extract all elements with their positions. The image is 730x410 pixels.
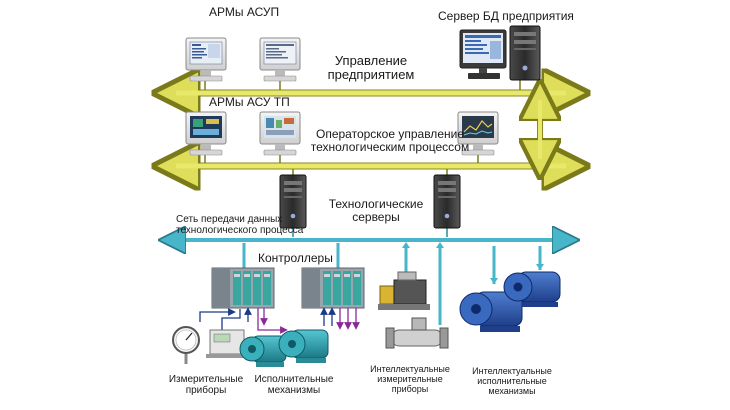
server-field-connectors: [292, 228, 448, 237]
controller-1: [211, 267, 275, 309]
server-connectors: [292, 169, 448, 175]
measuring-device: [206, 329, 248, 358]
tech-servers-label-1: Технологические: [328, 197, 424, 211]
network-drops: [242, 243, 542, 325]
smart-exec-label-1: Интеллектуальные: [472, 366, 552, 376]
controller-2: [301, 267, 365, 309]
pressure-gauge: [172, 326, 200, 364]
smart-instrument-2: [385, 317, 449, 349]
tech-server-2: [433, 174, 461, 229]
arm-asup-label: АРМы АСУП: [209, 5, 280, 19]
tech-servers-label-2: серверы: [352, 210, 400, 224]
smart-instrument-1: [378, 271, 430, 310]
enterprise-mgmt-label-1: Управление: [334, 53, 408, 68]
operator-mgmt-label-1: Операторское управление: [316, 127, 464, 141]
smart-actuator-motor-2: [503, 271, 561, 307]
operator-connectors: [204, 154, 479, 163]
meas-label-1: Измерительные: [168, 374, 244, 385]
arm-asu-tp-label: АРМы АСУ ТП: [209, 95, 290, 109]
network-drop-arrows: [402, 242, 544, 284]
meas-label-2: приборы: [185, 385, 227, 396]
exec-label-2: механизмы: [267, 385, 321, 396]
tech-server-1: [279, 174, 307, 229]
asup-workstation-2: [259, 37, 301, 82]
asutp-workstation-1: [185, 111, 227, 156]
asutp-workstation-2: [259, 111, 301, 156]
enterprise-db-server: [459, 25, 541, 81]
exec-label-1: Исполнительные: [254, 374, 334, 385]
smart-meas-label-3: приборы: [391, 384, 429, 394]
network-label-1: Сеть передачи данных: [176, 214, 283, 225]
smart-exec-label-3: механизмы: [488, 386, 536, 396]
actuator-motor-1: [239, 335, 287, 367]
controllers-label: Контроллеры: [258, 251, 333, 265]
smart-meas-label-1: Интеллектуальные: [370, 364, 450, 374]
network-label-2: технологического процесса: [176, 225, 304, 236]
operator-mgmt-label-2: технологическим процессом: [310, 140, 470, 154]
output-signal-arrows: [257, 308, 360, 334]
asutp-workstation-3: [457, 111, 499, 156]
smart-actuator-motor-1: [459, 291, 523, 332]
server-db-label: Сервер БД предприятия: [438, 9, 574, 23]
asup-workstation-1: [185, 37, 227, 82]
enterprise-mgmt-label-2: предприятием: [327, 67, 415, 82]
actuator-motor-2: [278, 329, 329, 363]
input-signal-arrows: [199, 307, 336, 330]
smart-exec-label-2: исполнительные: [477, 376, 547, 386]
smart-meas-label-2: измерительные: [377, 374, 443, 384]
enterprise-connectors: [204, 80, 521, 90]
